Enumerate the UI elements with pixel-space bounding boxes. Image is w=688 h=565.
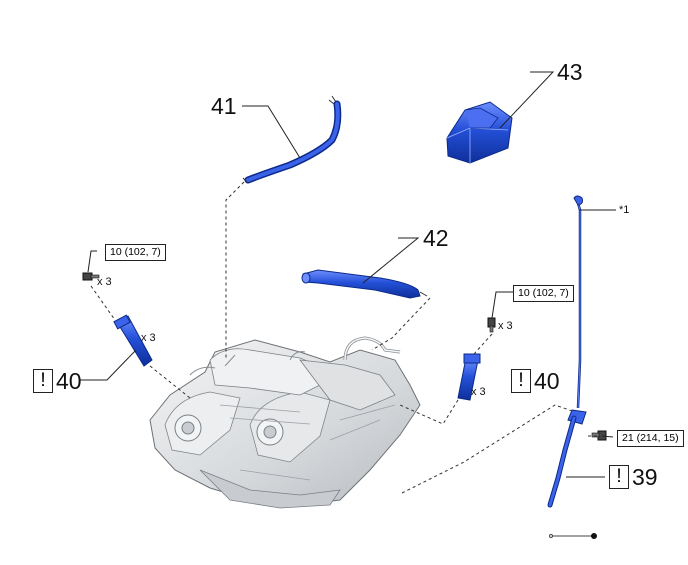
part-label-41: 41 [211, 93, 237, 119]
part-label-40-left: 40 [56, 368, 82, 394]
part-label-43: 43 [557, 59, 583, 85]
warning-icon-right: ! [511, 369, 531, 393]
torque-spec-left: 10 (102, 7) [105, 244, 166, 261]
warning-icon-left: ! [33, 369, 53, 393]
engine-assembly [149, 336, 421, 509]
part-label-40-right: 40 [534, 368, 560, 394]
quantity-bolt-left: x 3 [97, 276, 112, 288]
leader-lines [80, 71, 616, 478]
warning-icon-39: ! [609, 465, 629, 489]
oil-level-gauge-part [547, 195, 587, 508]
assembly-dashed-lines [90, 181, 598, 494]
tube-42-part [301, 269, 428, 299]
bottom-marker [549, 533, 597, 539]
hose-41-part [242, 95, 342, 184]
ignition-coil-right-part [457, 353, 481, 401]
torque-spec-guide: 21 (214, 15) [617, 430, 684, 447]
quantity-coil-left: x 3 [141, 332, 156, 344]
part-label-42: 42 [423, 225, 449, 251]
torque-spec-right: 10 (102, 7) [513, 285, 574, 302]
quantity-coil-right: x 3 [471, 386, 486, 398]
note-reference: *1 [619, 204, 630, 216]
quantity-bolt-right: x 3 [498, 320, 513, 332]
part-label-39: 39 [632, 464, 658, 490]
bolt-guide [591, 430, 607, 441]
bolt-left [82, 272, 100, 281]
bolt-right [487, 317, 496, 333]
engine-cover-part [446, 101, 513, 164]
